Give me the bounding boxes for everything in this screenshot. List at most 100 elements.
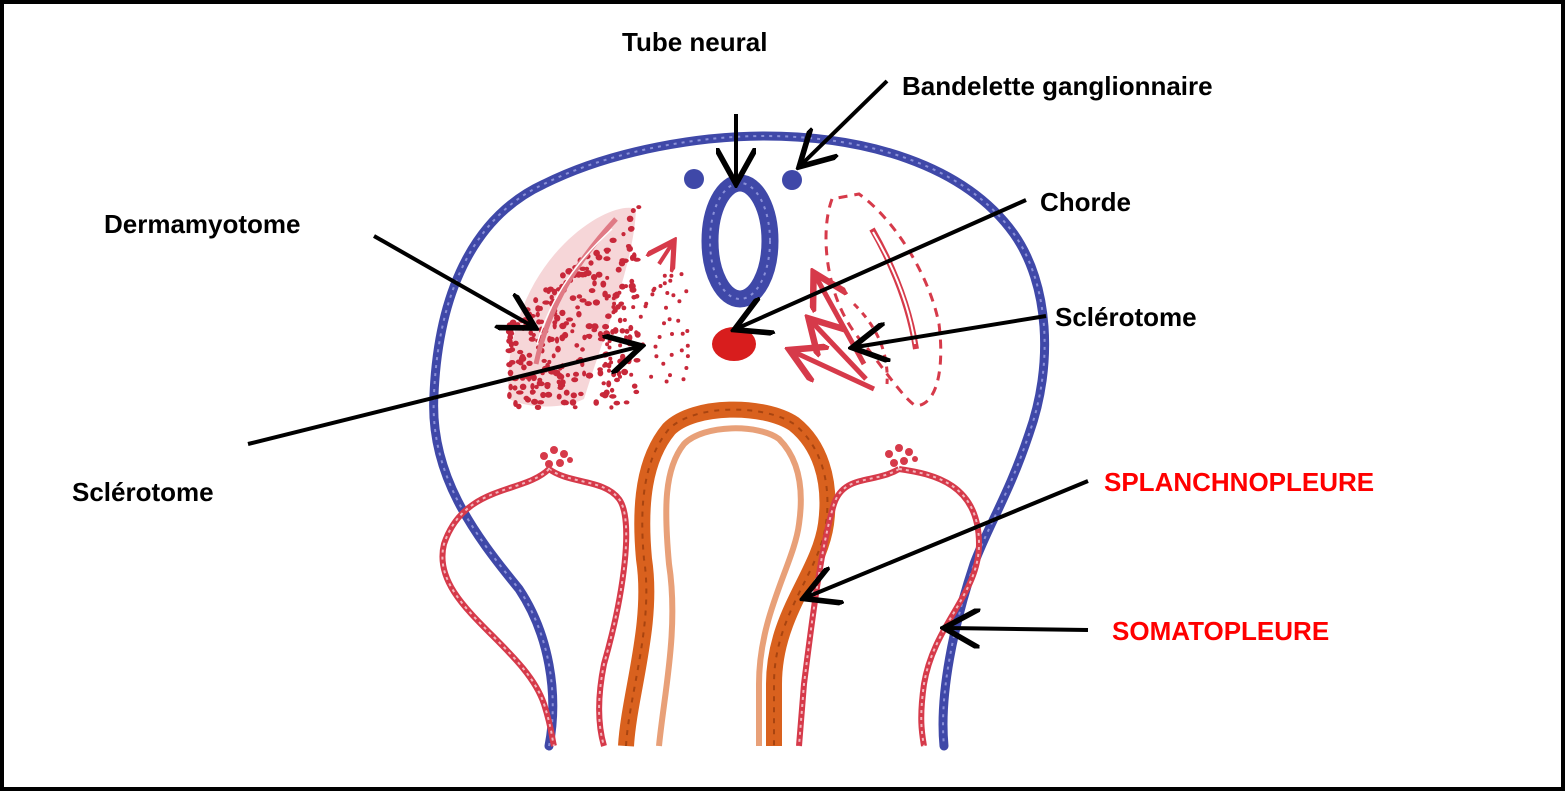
- arrow-dermamyotome: [374, 236, 532, 326]
- arrow-splanchnopleure: [807, 481, 1088, 597]
- sclerotome-cell: [668, 373, 672, 377]
- mesenchyme-cell: [579, 298, 586, 302]
- sclerotome-cell: [684, 289, 688, 293]
- sclerotome-cell: [682, 377, 686, 381]
- sclerotome-cell: [665, 291, 669, 295]
- mesenchyme-cell: [564, 321, 570, 325]
- mesenchyme-cell: [528, 314, 536, 318]
- mesenchyme-cell: [587, 334, 592, 339]
- sclerotome-cell: [605, 342, 609, 346]
- mesenchyme-cell: [620, 328, 626, 333]
- sclerotome-cell: [668, 317, 672, 321]
- sclerotome-cell: [617, 291, 621, 295]
- mesenchyme-cell: [606, 380, 611, 387]
- mesenchyme-cell: [520, 354, 526, 360]
- mesenchyme-cell: [577, 294, 583, 298]
- label-chorde: Chorde: [1040, 187, 1131, 217]
- mesenchyme-cell: [521, 327, 525, 331]
- sclerotome-cell: [609, 360, 613, 364]
- sclerotome-cell: [664, 306, 668, 310]
- sclerotome-cell: [612, 296, 616, 300]
- arrow-chorde: [738, 200, 1026, 328]
- sclerotome-cell: [670, 332, 674, 336]
- mesenchyme-cell: [536, 312, 540, 318]
- mesenchyme-cell: [521, 364, 527, 370]
- mesenchyme-cell: [629, 279, 634, 284]
- sclerotome-cell: [632, 342, 636, 346]
- mesenchyme-cell: [628, 226, 634, 232]
- mesenchyme-cell: [537, 380, 543, 386]
- mesenchyme-cell: [611, 372, 616, 378]
- sclerotome-cell: [650, 292, 654, 296]
- sclerotome-cell: [654, 345, 658, 349]
- mesenchyme-cell: [603, 256, 610, 261]
- mesenchyme-cell: [513, 385, 518, 390]
- mesenchyme-cell: [621, 358, 626, 363]
- mesenchyme-cell: [560, 272, 566, 278]
- label-splanchnopleure: SPLANCHNOPLEURE: [1104, 467, 1374, 497]
- sclerotome-cell: [669, 274, 673, 278]
- mesenchyme-cell: [633, 390, 639, 394]
- mesenchyme-cell: [544, 383, 550, 389]
- mesenchyme-cell: [516, 404, 522, 410]
- sclerotome-cell: [681, 332, 685, 336]
- sclerotome-cell: [671, 293, 675, 297]
- mesenchyme-cell: [573, 372, 579, 377]
- embryo-cross-section-drawing: [4, 4, 1561, 787]
- mesenchyme-cell: [507, 334, 513, 340]
- mesenchyme-cell: [564, 390, 570, 396]
- label-sclerotome-left: Sclérotome: [72, 477, 214, 507]
- sclerotome-cell: [608, 346, 612, 350]
- mesenchyme-cell: [618, 318, 623, 324]
- sclerotome-cell: [668, 279, 672, 283]
- mesenchyme-cell: [586, 323, 593, 329]
- arrow-somatopleure: [948, 628, 1088, 630]
- sclerotome-cell: [624, 284, 628, 288]
- sclerotome-cell: [611, 305, 615, 309]
- mesenchyme-cell: [557, 380, 561, 385]
- sclerotome-cell: [686, 344, 690, 348]
- mesenchyme-cell: [555, 337, 559, 344]
- mesenchyme-cell: [632, 384, 638, 389]
- mesenchyme-cell: [566, 317, 573, 321]
- sclerotome-cell: [658, 335, 662, 339]
- mesenchyme-cell: [532, 333, 536, 337]
- mesenchyme-cell: [570, 329, 574, 333]
- mesenchyme-cell: [574, 343, 579, 348]
- sclerotome-cell: [686, 354, 690, 358]
- sclerotome-cell: [680, 272, 684, 276]
- mesenchyme-cell: [529, 337, 536, 342]
- sclerotome-cell: [661, 362, 665, 366]
- mesenchyme-cell: [559, 310, 565, 316]
- mesenchyme-cell: [520, 384, 527, 390]
- sclerotome-cell: [605, 276, 609, 280]
- mesenchyme-cell: [597, 367, 603, 371]
- mesenchyme-cell: [584, 270, 591, 276]
- mesenchyme-cell: [632, 252, 637, 259]
- mesenchyme-cell: [593, 250, 600, 257]
- sclerotome-cell: [677, 299, 681, 303]
- mesenchyme-cell: [586, 373, 593, 379]
- mesenchyme-cell: [593, 399, 599, 406]
- mesenchyme-cell: [508, 370, 514, 376]
- mesenchyme-cell: [530, 383, 534, 390]
- sclerotome-cell: [612, 310, 616, 314]
- mesenchyme-cell: [570, 295, 577, 301]
- sclerotome-cell: [684, 366, 688, 370]
- mesenchyme-cell: [624, 400, 630, 404]
- mesenchyme-cell: [559, 334, 565, 341]
- sclerotome-cell: [663, 274, 667, 278]
- sclerotome-cell: [618, 303, 622, 307]
- mesenchyme-cell: [527, 353, 533, 358]
- mesenchyme-cell: [627, 216, 634, 222]
- mesenchyme-cell: [621, 369, 628, 375]
- mesenchyme-cell: [602, 381, 606, 385]
- mesenchyme-cell: [598, 331, 603, 337]
- mesenchyme-cell: [540, 392, 546, 398]
- mesenchyme-cell: [582, 371, 586, 377]
- mesenchyme-cell: [506, 348, 513, 353]
- mesenchyme-cell: [630, 287, 637, 293]
- mesenchyme-cell: [571, 377, 578, 382]
- sclerotome-cell: [615, 367, 619, 371]
- sclerotome-cell: [665, 380, 669, 384]
